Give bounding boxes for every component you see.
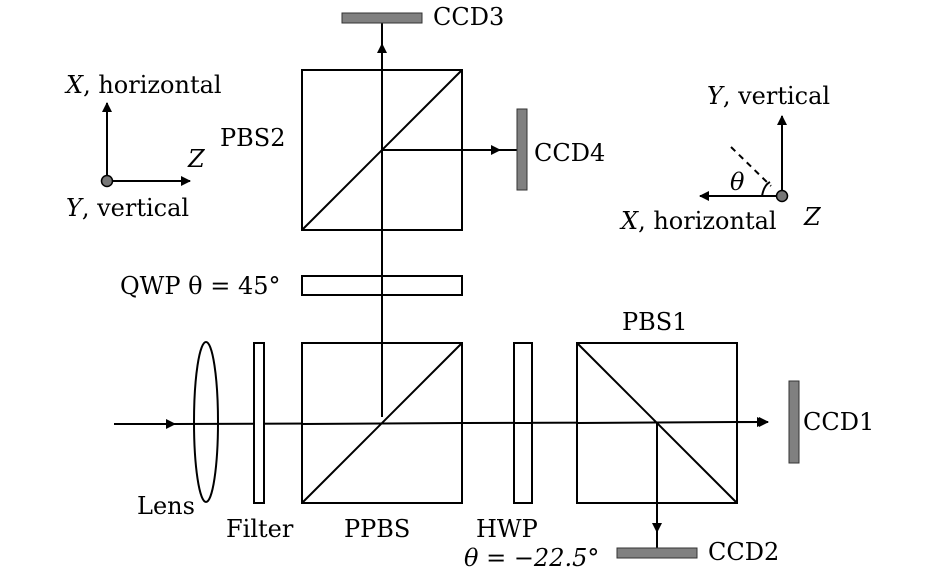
right-x-axis-label: X, horizontal xyxy=(619,207,777,235)
pbs2-label: PBS2 xyxy=(220,124,286,152)
right-axes: θ Y, vertical X, horizontal Z xyxy=(619,82,830,235)
qwp-label: QWP θ = 45° xyxy=(120,272,280,300)
main-beam-through-ppbs xyxy=(301,422,463,425)
ccd4-label: CCD4 xyxy=(534,139,605,167)
pbs1-label: PBS1 xyxy=(622,308,688,336)
left-x-axis-label: X, horizontal xyxy=(64,71,222,99)
hwp-label: HWP xyxy=(476,515,538,543)
left-z-axis-label: Z xyxy=(187,145,206,173)
theta-label: θ xyxy=(730,168,745,196)
filter xyxy=(253,342,265,504)
ccd2-label: CCD2 xyxy=(708,538,779,566)
filter-label: Filter xyxy=(226,515,294,543)
ppbs-label: PPBS xyxy=(344,515,410,543)
ccd4-detector xyxy=(516,108,528,191)
main-beam-through-pbs1 xyxy=(576,421,738,424)
right-y-axis-label: Y, vertical xyxy=(707,82,830,110)
lens-label: Lens xyxy=(137,492,195,520)
ccd3-label: CCD3 xyxy=(433,3,504,31)
right-axes-origin-dot xyxy=(775,189,789,203)
ccd3-detector xyxy=(341,12,423,24)
lens xyxy=(193,341,219,503)
theta-reference-line xyxy=(730,146,772,187)
ccd2-detector xyxy=(616,547,698,559)
right-z-axis-label: Z xyxy=(803,203,822,231)
ccd1-label: CCD1 xyxy=(803,408,874,436)
left-axes: X, horizontal Z Y, vertical xyxy=(64,71,222,222)
left-axes-origin-dot xyxy=(100,174,114,188)
theta-arc xyxy=(761,181,771,197)
hwp-angle-label: θ = −22.5° xyxy=(464,544,599,572)
left-y-axis-label: Y, vertical xyxy=(66,194,189,222)
ccd1-detector xyxy=(788,380,800,464)
